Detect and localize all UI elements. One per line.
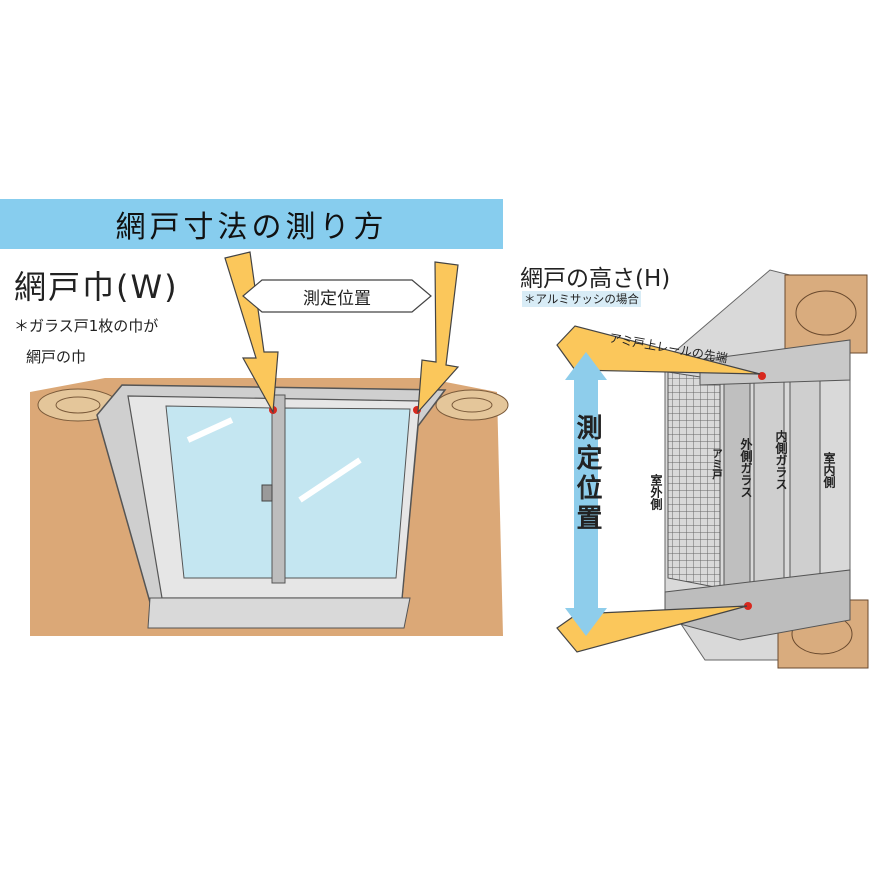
wood-ring-left [55, 396, 101, 414]
page-title: 網戸寸法の測り方 [115, 210, 388, 245]
width-measure-label: 測定位置 [303, 288, 371, 309]
glass-pane-left [165, 405, 273, 579]
outdoor-label: 室外側 [649, 474, 663, 510]
glass-highlight [186, 417, 234, 443]
screen-label: アミ戸 [711, 448, 723, 480]
measure-arrow-vertical [565, 352, 607, 636]
lintel-wood [784, 274, 868, 354]
wood-end-right [435, 389, 509, 421]
width-note-line1: ＊ガラス戸1枚の巾が [14, 317, 159, 335]
pointer-arrow-top [556, 325, 761, 375]
height-heading: 網戸の高さ(H) [520, 266, 671, 292]
pointer-arrow-right [417, 261, 460, 414]
inner-glass-panel [789, 363, 821, 597]
sash-divider [271, 394, 286, 584]
wood-ring-right [451, 397, 493, 413]
outer-glass-label: 外側ガラス [739, 438, 753, 498]
pointer-arrow-bottom [556, 605, 748, 653]
wood-ring [795, 290, 857, 336]
measure-point-bottom [744, 602, 752, 610]
height-measure-label: 測定位置 [572, 414, 602, 534]
outer-glass-panel [753, 367, 785, 597]
measure-pill [242, 279, 432, 313]
inner-glass-label: 内側ガラス [774, 430, 788, 490]
glass-pane-right [284, 407, 411, 579]
window-sill [147, 597, 411, 629]
window-width-illustration [30, 251, 509, 636]
indoor-label: 室内側 [822, 452, 836, 488]
width-note-line2: 網戸の巾 [26, 348, 87, 366]
height-note: ＊アルミサッシの場合 [522, 291, 641, 307]
title-band [0, 199, 503, 249]
window-height-illustration [556, 269, 869, 669]
width-heading: 網戸巾(W) [14, 268, 179, 306]
glass-highlight [298, 457, 362, 503]
lock-icon [261, 484, 273, 502]
pointer-arrow-left [224, 251, 279, 415]
screen-mesh [667, 371, 721, 589]
